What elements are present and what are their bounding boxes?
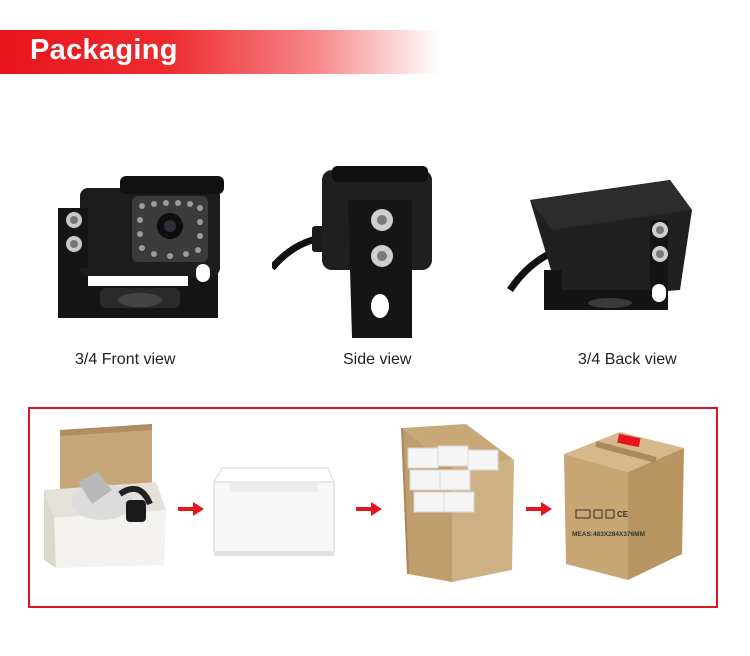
ce-mark: CE xyxy=(617,510,629,519)
arrow-right-icon xyxy=(526,502,552,516)
camera-front-view xyxy=(58,176,224,318)
carton-measurements: MEAS:483X284X376MM xyxy=(572,531,645,538)
closed-white-box xyxy=(213,467,335,556)
caption-side-view: Side view xyxy=(343,351,412,368)
camera-side-view xyxy=(272,166,432,338)
open-gift-box-with-accessories xyxy=(44,424,166,568)
section-title: Packaging xyxy=(30,34,178,66)
caption-back-view: 3/4 Back view xyxy=(578,351,677,368)
open-carton-with-boxes xyxy=(401,424,514,582)
arrow-right-icon xyxy=(178,502,204,516)
sealed-shipping-carton: CE MEAS:483X284X376MM xyxy=(564,432,684,580)
camera-back-view xyxy=(507,180,692,310)
section-banner: Packaging xyxy=(0,30,440,74)
arrow-right-icon xyxy=(356,502,382,516)
caption-front-view: 3/4 Front view xyxy=(75,351,176,368)
packaging-steps-frame xyxy=(28,407,718,608)
